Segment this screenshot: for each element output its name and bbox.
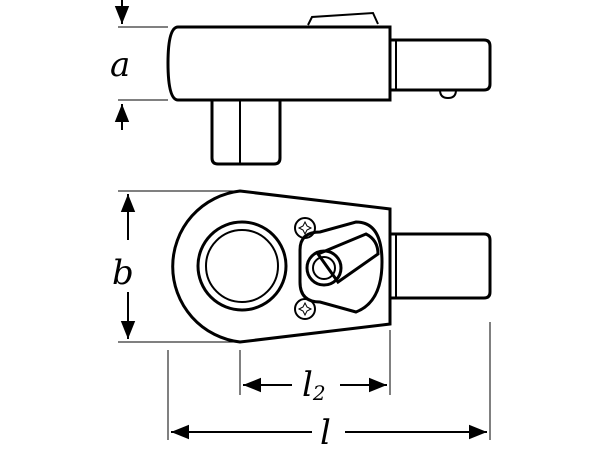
length-dimensions: l2 l (167, 322, 491, 450)
hex-spigot-side (210, 100, 282, 166)
dim-l2-label: l2 (302, 365, 326, 405)
ratchet-ring-inner (205, 229, 279, 303)
side-view: a (110, 0, 492, 166)
lever-pivot-inner (312, 256, 336, 280)
release-button (307, 11, 379, 26)
head-outline (171, 189, 392, 344)
torx-screw-top-icon (294, 217, 316, 239)
lever-pivot-outer (305, 249, 343, 287)
square-drive-side (390, 38, 492, 92)
dim-a-label: a (110, 45, 130, 85)
side-view-body (166, 25, 392, 102)
front-view: b (112, 189, 492, 344)
detent-ball (439, 89, 457, 100)
torx-screw-bottom-icon (294, 298, 316, 320)
ratchet-ring-outer (196, 220, 288, 312)
reversing-lever (315, 232, 380, 285)
dim-b-label: b (112, 253, 134, 293)
dim-l-label: l (320, 413, 331, 450)
square-drive-front (390, 232, 492, 300)
